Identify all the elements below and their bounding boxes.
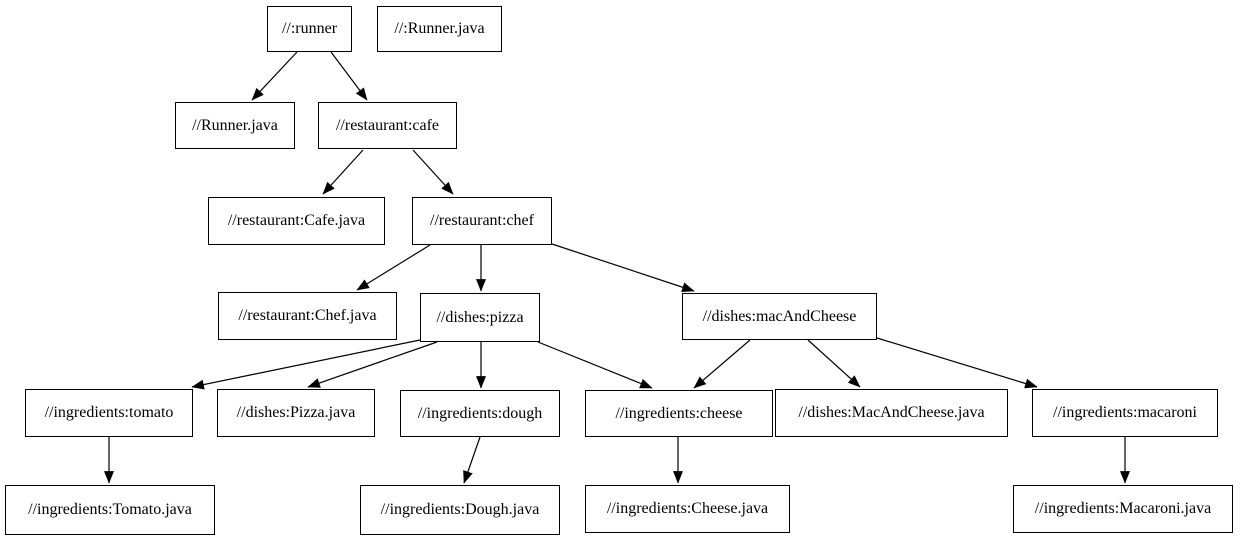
- graph-node-runner: //:runner: [267, 6, 352, 52]
- edge-mac-and-cheese>cheese: [693, 339, 751, 389]
- graph-node-label: //restaurant:Chef.java: [238, 307, 377, 324]
- graph-node-label: //:runner: [281, 20, 338, 37]
- graph-node-label: //ingredients:Tomato.java: [28, 501, 192, 518]
- graph-node-chef: //restaurant:chef: [412, 197, 552, 245]
- graph-node-label: //restaurant:Cafe.java: [227, 212, 366, 229]
- graph-node-dough: //ingredients:dough: [400, 390, 560, 437]
- graph-node-runner-java-target: //:Runner.java: [377, 6, 502, 52]
- graph-node-cheese-java: //ingredients:Cheese.java: [585, 485, 790, 533]
- graph-node-label: //dishes:MacAndCheese.java: [798, 404, 985, 421]
- graph-node-label: //:Runner.java: [394, 20, 485, 37]
- edge-runner>runner-java-file: [251, 51, 298, 101]
- graph-node-label: //ingredients:Macaroni.java: [1034, 500, 1212, 517]
- edge-runner>cafe: [330, 51, 368, 101]
- graph-node-cheese: //ingredients:cheese: [585, 390, 773, 437]
- graph-node-chef-java: //restaurant:Chef.java: [218, 292, 397, 340]
- graph-node-label: //dishes:pizza: [436, 308, 524, 326]
- edge-pizza>cheese: [537, 341, 653, 389]
- graph-node-tomato: //ingredients:tomato: [25, 389, 193, 437]
- graph-node-label: //ingredients:dough: [417, 404, 543, 422]
- graph-node-pizza-java: //dishes:Pizza.java: [217, 389, 375, 437]
- graph-node-label: //ingredients:cheese: [615, 404, 743, 422]
- graph-node-macaroni-java: //ingredients:Macaroni.java: [1013, 485, 1233, 533]
- graph-node-label: //ingredients:Cheese.java: [606, 500, 769, 517]
- graph-node-cafe: //restaurant:cafe: [318, 102, 457, 149]
- graph-node-label: //ingredients:Dough.java: [380, 501, 540, 518]
- edge-dough>dough-java: [463, 436, 481, 484]
- graph-node-label: //ingredients:tomato: [44, 404, 174, 421]
- edge-mac-and-cheese>mac-and-cheese-java: [807, 339, 861, 388]
- graph-node-label: //restaurant:cafe: [335, 116, 440, 134]
- edge-cafe>cafe-java: [322, 149, 364, 195]
- edge-cafe>chef: [412, 149, 454, 195]
- graph-node-pizza: //dishes:pizza: [420, 293, 540, 342]
- graph-node-label: //Runner.java: [192, 116, 278, 134]
- edge-chef>chef-java: [356, 244, 431, 291]
- graph-node-label: //ingredients:macaroni: [1053, 404, 1197, 421]
- graph-node-label: //dishes:macAndCheese: [702, 307, 857, 325]
- graph-node-tomato-java: //ingredients:Tomato.java: [5, 485, 215, 535]
- edge-pizza>tomato: [191, 339, 421, 390]
- graph-node-mac-and-cheese-java: //dishes:MacAndCheese.java: [775, 389, 1008, 437]
- edge-mac-and-cheese>macaroni: [876, 337, 1038, 389]
- edge-chef>mac-and-cheese: [551, 243, 695, 293]
- graph-node-macaroni: //ingredients:macaroni: [1032, 389, 1218, 437]
- edge-pizza>pizza-java: [307, 341, 438, 388]
- graph-node-label: //dishes:Pizza.java: [236, 404, 356, 421]
- graph-node-label: //restaurant:chef: [430, 212, 534, 229]
- graph-node-cafe-java: //restaurant:Cafe.java: [208, 197, 385, 245]
- graph-node-runner-java-file: //Runner.java: [175, 102, 295, 149]
- graph-node-mac-and-cheese: //dishes:macAndCheese: [682, 293, 877, 340]
- graph-node-dough-java: //ingredients:Dough.java: [360, 485, 560, 535]
